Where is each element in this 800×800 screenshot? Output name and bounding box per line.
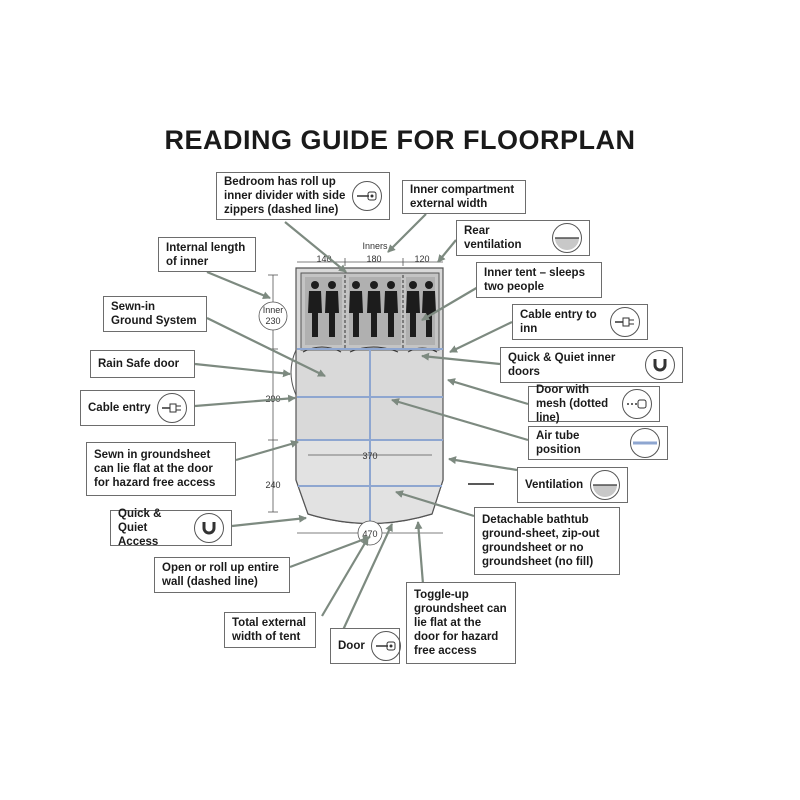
magnet-icon [194,513,224,543]
callout-sewn-groundsheet: Sewn in groundsheet can lie flat at the … [86,442,236,496]
callout-quiet-access: Quick & Quiet Access [110,508,232,548]
callout-cable-entry: Cable entry [80,390,195,426]
callout-bedroom-divider: Bedroom has roll up inner divider with s… [216,172,390,220]
callout-cable-entry-inner: Cable entry to inn [512,304,648,340]
callout-toggle-groundsheet: Toggle-up groundsheet can lie flat at th… [406,582,516,664]
svg-text:180: 180 [366,254,381,264]
callout-quiet-inner-doors: Quick & Quiet inner doors [500,347,683,383]
plug-icon [157,393,187,423]
callout-ventilation: Ventilation [517,467,628,503]
callout-rain-safe-door: Rain Safe door [90,350,195,378]
vent-icon [590,470,620,500]
callout-total-width: Total external width of tent [224,612,316,648]
callout-door-with-mesh: Door with mesh (dotted line) [528,384,660,424]
callout-air-tube: Air tube position [528,426,668,460]
svg-text:Inner: Inner [263,305,284,315]
callout-bathtub: Detachable bathtub ground-sheet, zip-out… [474,507,620,575]
callout-inner-tent: Inner tent – sleeps two people [476,262,602,298]
page-title: READING GUIDE FOR FLOORPLAN [164,125,636,155]
svg-text:240: 240 [265,480,280,490]
svg-text:Inners: Inners [362,241,388,251]
svg-text:370: 370 [362,451,377,461]
svg-text:140: 140 [316,254,331,264]
callout-rear-ventilation: Rear ventilation [456,220,590,256]
callout-sewn-in-ground: Sewn-in Ground System [103,296,207,332]
zipper-icon [352,181,382,211]
air-tube-icon [630,428,660,458]
callout-open-wall: Open or roll up entire wall (dashed line… [154,557,290,593]
callout-internal-length: Internal length of inner [158,237,256,272]
svg-text:470: 470 [362,529,377,539]
dimension-lines [258,258,443,546]
dimension-labels: 140 Inners 180 120 Inner 230 290 240 370… [263,241,430,539]
magnet-icon [645,350,675,380]
callout-door: Door [330,628,401,664]
zipper-icon [370,631,401,661]
air-tubes [297,348,443,527]
mesh-zipper-icon [622,389,652,419]
callout-inner-external-width: Inner compartment external width [402,180,526,214]
svg-text:230: 230 [265,316,280,326]
plug-icon [610,307,640,337]
svg-text:120: 120 [414,254,429,264]
vent-icon [552,223,582,253]
people-silhouettes [308,281,436,337]
